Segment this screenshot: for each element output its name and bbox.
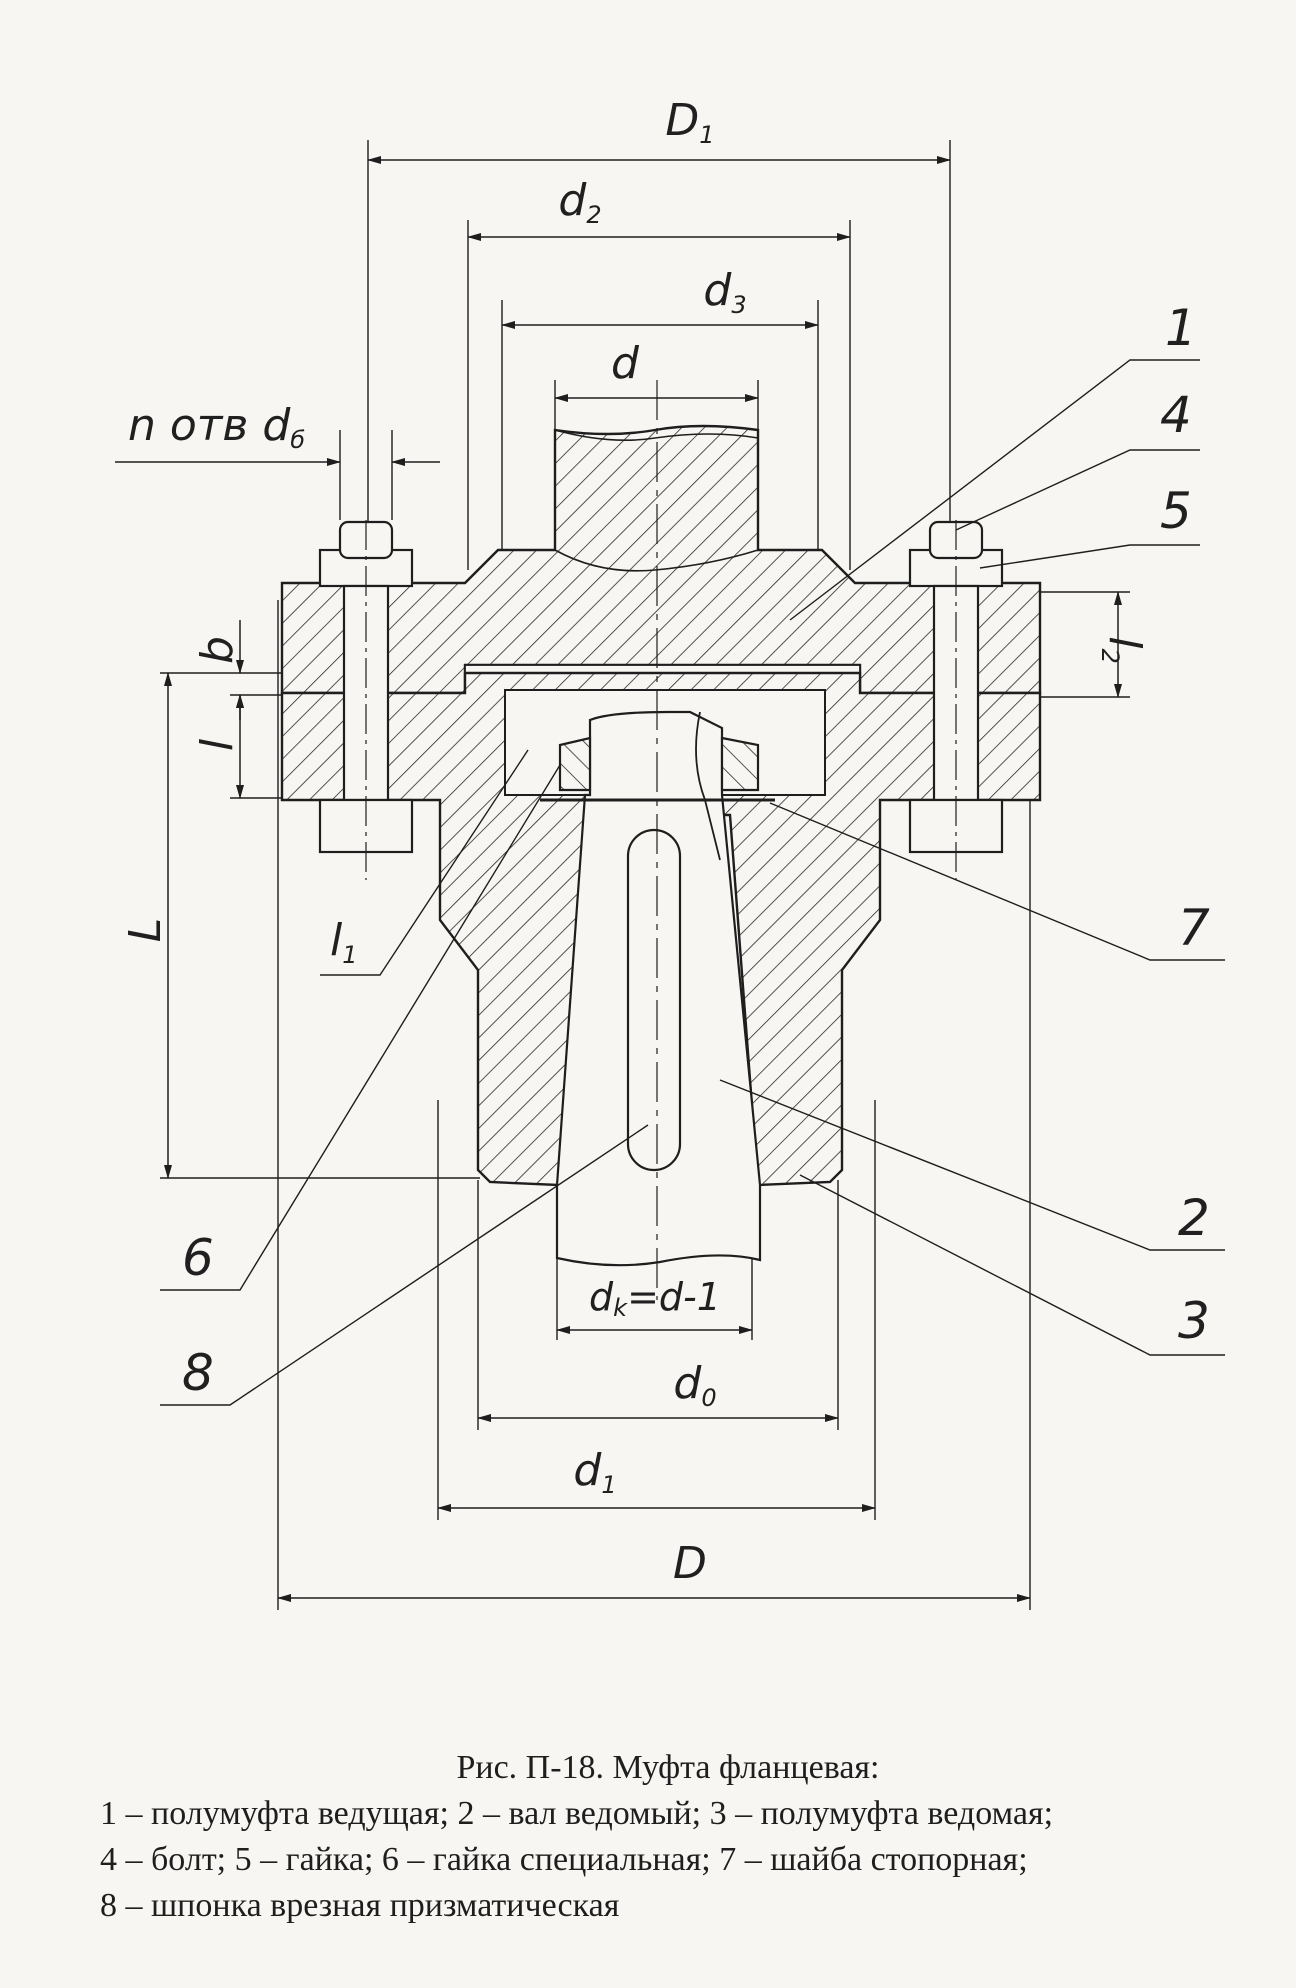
dim-d1: d1	[573, 1445, 616, 1499]
bolt-left	[318, 520, 414, 880]
dim-l: l	[192, 738, 243, 751]
leader-8	[160, 1124, 649, 1406]
part-number-7: 7	[1178, 899, 1210, 957]
dim-d3: d3	[703, 265, 746, 319]
dim-n-holes: n отв dб	[128, 400, 305, 454]
leader-5	[979, 544, 1200, 569]
part-number-8: 8	[182, 1344, 214, 1402]
dim-L: L	[120, 918, 171, 943]
dim-d0: d0	[673, 1358, 716, 1412]
dim-d: d	[611, 338, 640, 389]
caption-line-1: 1 – полумуфта ведущая; 2 – вал ведомый; …	[100, 1795, 1054, 1832]
leader-3	[799, 1174, 1225, 1356]
part-number-3: 3	[1178, 1292, 1210, 1350]
part-number-2: 2	[1178, 1189, 1210, 1247]
dim-D: D	[673, 1538, 707, 1589]
dim-D1: D1	[665, 95, 714, 149]
leader-4	[955, 449, 1200, 531]
bolt-right	[908, 520, 1004, 880]
half-coupling-driving	[280, 424, 1042, 695]
leader-7	[769, 802, 1225, 961]
caption-line-2: 4 – болт; 5 – гайка; 6 – гайка специальн…	[100, 1841, 1028, 1878]
leader-1	[789, 359, 1200, 621]
leader-2	[719, 1079, 1225, 1251]
figure-caption: Рис. П-18. Муфта фланцевая: 1 – полумуфт…	[0, 1745, 1296, 1929]
part-number-5: 5	[1160, 482, 1192, 540]
flange-coupling-drawing: D1 d2 d3 d n отв dб b l L l2 l1 dk=d-1 d…	[115, 95, 1225, 1610]
part-number-1: 1	[1165, 299, 1197, 357]
dim-b: b	[192, 636, 243, 664]
dim-l2: l2	[1096, 636, 1150, 664]
part-number-4: 4	[1160, 386, 1192, 444]
leader-6	[160, 764, 561, 1291]
leader-l1	[320, 749, 529, 976]
dim-dk: dk=d-1	[589, 1275, 721, 1322]
driven-shaft	[540, 710, 775, 1267]
dim-d2: d2	[558, 175, 601, 229]
caption-line-3: 8 – шпонка врезная призматическая	[100, 1887, 620, 1924]
part-number-6: 6	[182, 1229, 214, 1287]
dim-l1: l1	[330, 915, 358, 969]
caption-title: Рис. П-18. Муфта фланцевая:	[456, 1749, 880, 1786]
